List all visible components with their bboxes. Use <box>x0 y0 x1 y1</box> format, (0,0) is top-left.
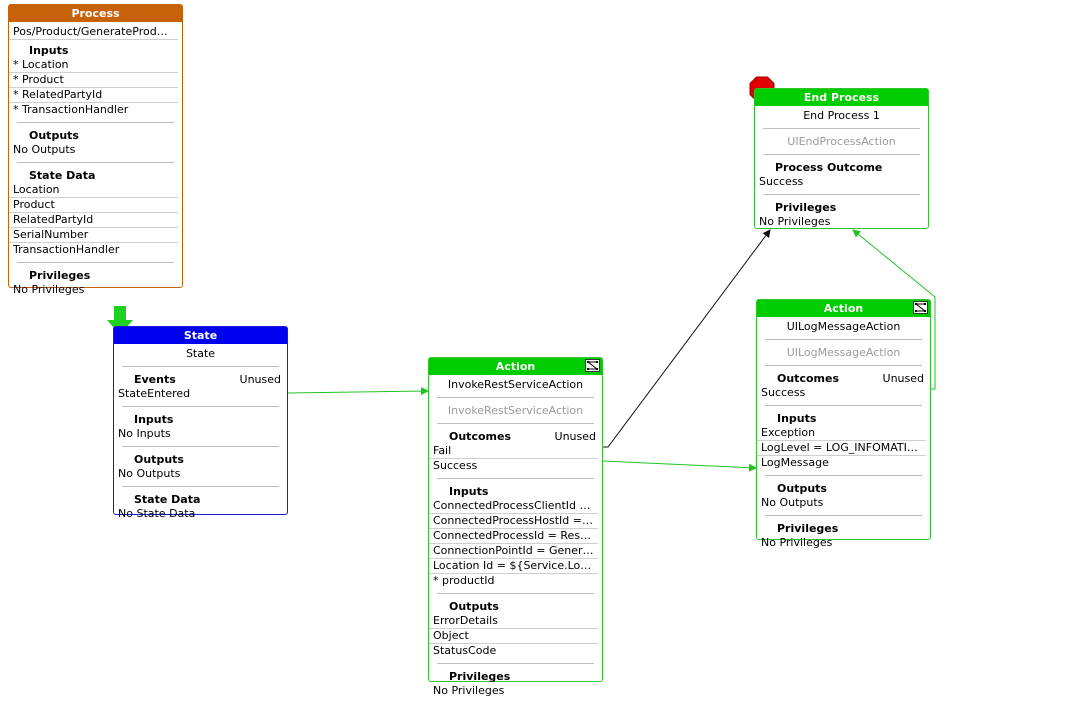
log-message-action-node[interactable]: Action UILogMessageAction UILogMessageAc… <box>756 299 931 549</box>
action-name: InvokeRestServiceAction <box>447 378 584 391</box>
state-node[interactable]: State State Events Unused StateEntered I… <box>113 326 288 520</box>
process-state-data-item[interactable]: Product <box>9 198 178 213</box>
action-outcomes-unused-label: Unused <box>554 430 596 443</box>
process-outputs-title: Outputs <box>29 129 79 142</box>
invoke-rest-action-node[interactable]: Action InvokeRestServiceAction InvokeRes… <box>428 357 603 697</box>
state-outputs-title: Outputs <box>134 453 184 466</box>
wire-state-to-action[interactable] <box>287 387 429 396</box>
flow-settings-icon[interactable] <box>585 359 600 372</box>
process-node[interactable]: Process Pos/Product/GenerateProduct... I… <box>8 4 183 296</box>
process-state-data-title: State Data <box>29 169 96 182</box>
state-node-header: State <box>114 327 287 344</box>
process-node-header: Process <box>9 5 182 22</box>
process-path: Pos/Product/GenerateProduct... <box>9 25 178 40</box>
state-inputs-title: Inputs <box>134 413 174 426</box>
action-output-item: No Outputs <box>761 496 824 509</box>
action-input-item[interactable]: ConnectedProcessId = RestM... <box>429 529 598 544</box>
wire-fail-to-end-process[interactable] <box>603 229 771 448</box>
state-state-data-title: State Data <box>134 493 201 506</box>
state-event-item[interactable]: StateEntered <box>118 387 191 400</box>
action-output-item[interactable]: ErrorDetails <box>429 614 598 629</box>
action-privileges-title: Privileges <box>449 670 511 683</box>
action-outcomes-title: Outcomes Unused <box>449 430 596 443</box>
action-type: UILogMessageAction <box>786 346 901 359</box>
state-events-title: Events Unused <box>134 373 281 386</box>
process-input-item[interactable]: * Product <box>9 73 178 88</box>
state-output-item: No Outputs <box>118 467 181 480</box>
process-input-item[interactable]: * RelatedPartyId <box>9 88 178 103</box>
action-privileges-item: No Privileges <box>433 684 505 697</box>
process-outcome-title: Process Outcome <box>775 161 883 174</box>
action-input-item[interactable]: ConnectedProcessHostId = ${... <box>429 514 598 529</box>
process-state-data-item[interactable]: RelatedPartyId <box>9 213 178 228</box>
flow-settings-icon[interactable] <box>913 301 928 314</box>
action-outcomes-unused-label: Unused <box>882 372 924 385</box>
process-inputs-title: Inputs <box>29 44 69 57</box>
process-input-item[interactable]: * Location <box>9 58 178 73</box>
state-state-data-item: No State Data <box>118 507 196 520</box>
action-output-item[interactable]: Object <box>429 629 598 644</box>
process-state-data-item[interactable]: TransactionHandler <box>13 243 120 256</box>
end-process-header: End Process <box>755 89 928 106</box>
action-node-header: Action <box>429 358 602 375</box>
start-arrow-icon <box>107 306 133 335</box>
action-input-item[interactable]: Exception <box>757 426 926 441</box>
process-outcome-item: Success <box>759 175 804 188</box>
outcome-success[interactable]: Success <box>761 386 806 399</box>
action-input-item[interactable]: * productId <box>433 574 495 587</box>
process-state-data-item[interactable]: SerialNumber <box>9 228 178 243</box>
action-input-item[interactable]: ConnectionPointId = Generat... <box>429 544 598 559</box>
action-outputs-title: Outputs <box>449 600 499 613</box>
end-process-name: End Process 1 <box>803 109 880 122</box>
wire-success-to-log-action[interactable] <box>602 460 757 472</box>
state-input-item: No Inputs <box>118 427 171 440</box>
outcome-fail[interactable]: Fail <box>429 444 598 459</box>
action-inputs-title: Inputs <box>777 412 817 425</box>
action-node-header: Action <box>757 300 930 317</box>
state-name: State <box>185 347 216 360</box>
process-state-data-item[interactable]: Location <box>9 183 178 198</box>
action-name: UILogMessageAction <box>786 320 901 333</box>
wire-log-success-to-end-process[interactable] <box>852 229 936 390</box>
action-outcomes-title: Outcomes Unused <box>777 372 924 385</box>
action-input-item[interactable]: LogMessage <box>761 456 829 469</box>
state-events-unused-label: Unused <box>239 373 281 386</box>
action-privileges-title: Privileges <box>777 522 839 535</box>
action-privileges-item: No Privileges <box>761 536 833 549</box>
action-outputs-title: Outputs <box>777 482 827 495</box>
process-input-item[interactable]: * TransactionHandler <box>13 103 129 116</box>
action-input-item[interactable]: LogLevel = LOG_INFOMATION <box>757 441 926 456</box>
end-process-node[interactable]: End Process End Process 1 UIEndProcessAc… <box>754 88 929 229</box>
process-privileges-item: No Privileges <box>13 283 85 296</box>
end-process-privileges-item: No Privileges <box>759 215 831 228</box>
action-output-item[interactable]: StatusCode <box>433 644 497 657</box>
action-input-item[interactable]: ConnectedProcessClientId = $... <box>429 499 598 514</box>
end-process-privileges-title: Privileges <box>775 201 837 214</box>
outcome-success[interactable]: Success <box>433 459 478 472</box>
process-output-item: No Outputs <box>13 143 76 156</box>
action-inputs-title: Inputs <box>449 485 489 498</box>
action-input-item[interactable]: Location Id = ${Service.Locati... <box>429 559 598 574</box>
end-process-type: UIEndProcessAction <box>787 135 896 148</box>
process-privileges-title: Privileges <box>29 269 91 282</box>
action-type: InvokeRestServiceAction <box>447 404 584 417</box>
